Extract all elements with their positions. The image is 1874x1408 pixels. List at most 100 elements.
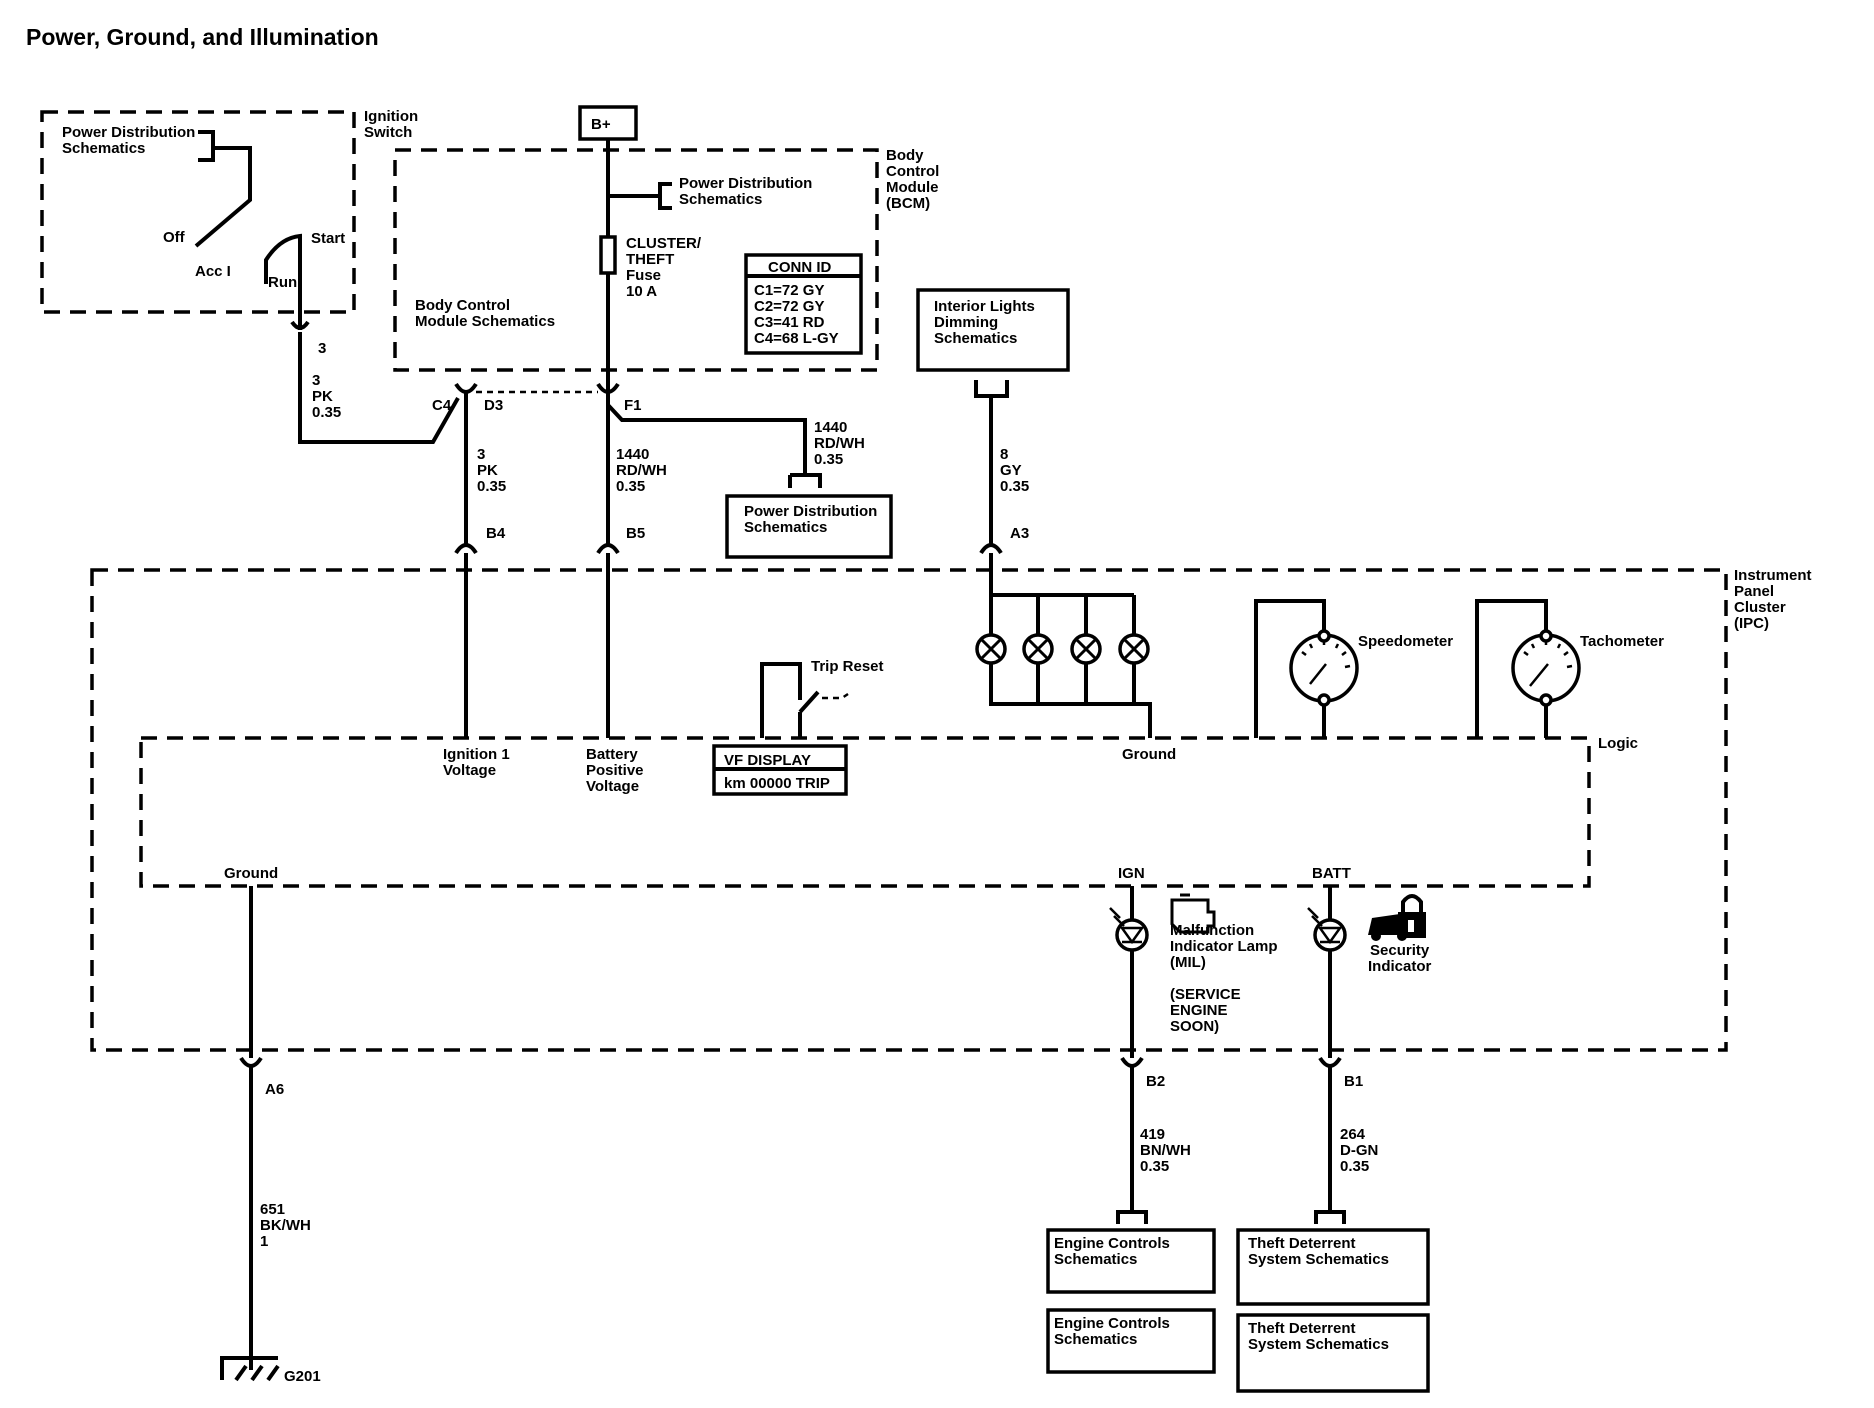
security-label-1: Security [1370, 942, 1430, 959]
a6-label: A6 [265, 1081, 284, 1098]
lamp-symbol [1118, 633, 1150, 665]
conn-id-table: CONN ID C1=72 GY C2=72 GY C3=41 RD C4=68… [744, 253, 863, 355]
ground-g201-label: G201 [284, 1368, 321, 1385]
conn-id-title: CONN ID [768, 259, 832, 276]
ign-pds-label-1: Power Distribution [62, 124, 195, 141]
fuse-label-3: Fuse [626, 267, 661, 284]
a6-wire-gauge: 1 [260, 1233, 268, 1250]
lamp-symbol [975, 633, 1007, 665]
b4-label: B4 [486, 525, 506, 542]
mil-label-2: Indicator Lamp [1170, 938, 1278, 955]
b1-wire-color: D-GN [1340, 1142, 1378, 1159]
mil-sub-3: SOON) [1170, 1018, 1219, 1035]
logic-boundary [139, 736, 1591, 888]
bcm-schem-1: Body Control [415, 297, 510, 314]
b1-wire-gauge: 0.35 [1340, 1158, 1369, 1175]
ec-box-2-label-2: Schematics [1054, 1331, 1137, 1348]
b2-wire-color: BN/WH [1140, 1142, 1191, 1159]
ignition-switch-label-2: Switch [364, 124, 412, 141]
b1-label: B1 [1344, 1073, 1363, 1090]
d3-wire-color: PK [477, 462, 498, 479]
fuse-label-2: THEFT [626, 251, 674, 268]
switch-run-label: Run [268, 274, 297, 291]
fuse-symbol [599, 235, 617, 275]
b5-label: B5 [626, 525, 645, 542]
car-lock-icon [1368, 894, 1426, 941]
ec-box-2-label-1: Engine Controls [1054, 1315, 1170, 1332]
d3-wire-num: 3 [477, 446, 485, 463]
ec-box-1-label-2: Schematics [1054, 1251, 1137, 1268]
b2-connector-symbol [1120, 1056, 1144, 1068]
a3-wire-gauge: 0.35 [1000, 478, 1029, 495]
f1-wire-num: 1440 [616, 446, 649, 463]
pd-wire-num: 1440 [814, 419, 847, 436]
tachometer-gauge: Tachometer [1475, 599, 1664, 738]
b5-connector-symbol [596, 543, 620, 555]
logic-label: Logic [1598, 735, 1638, 752]
ign-wire-num: 3 [312, 372, 320, 389]
batt-label-2: Positive [586, 762, 644, 779]
speedometer-gauge: Speedometer [1254, 599, 1453, 738]
ign-connector-symbol [290, 320, 310, 330]
conn-id-c2: C2=72 GY [754, 298, 824, 315]
wire-b1-theft [1314, 1066, 1346, 1224]
a3-label: A3 [1010, 525, 1029, 542]
a3-wire-color: GY [1000, 462, 1022, 479]
interior-lights-dimming-box [916, 288, 1070, 372]
b2-wire-gauge: 0.35 [1140, 1158, 1169, 1175]
speedometer-wiring [1254, 599, 1326, 738]
tachometer-wiring [1475, 599, 1548, 738]
batt-pin-name: BATT [1312, 865, 1351, 882]
theft-deterrent-box-2 [1236, 1313, 1430, 1393]
switch-run-contact [264, 233, 302, 330]
illumination-lamp-bank: Ground [975, 553, 1176, 763]
ign-wire [298, 332, 460, 444]
pd-box-label-2: Schematics [744, 519, 827, 536]
switch-acc-label: Acc I [195, 263, 231, 280]
conn-id-c4: C4=68 L-GY [754, 330, 839, 347]
conn-id-c3: C3=41 RD [754, 314, 825, 331]
pd-box-label-1: Power Distribution [744, 503, 877, 520]
mil-sub-1: (SERVICE [1170, 986, 1241, 1003]
ground-bottom-label: Ground [224, 865, 278, 882]
ipc-label-4: (IPC) [1734, 615, 1769, 632]
bplus-box [578, 105, 638, 141]
fuse-label-4: 10 A [626, 283, 657, 300]
trip-reset-switch-symbol [760, 662, 820, 738]
instrument-panel-cluster: Instrument Panel Cluster (IPC) Logic B4 … [90, 525, 1812, 1068]
ipc-boundary [90, 568, 1728, 1052]
bcm-pds-tap [608, 182, 672, 210]
b2-label: B2 [1146, 1073, 1165, 1090]
b1-wire-num: 264 [1340, 1126, 1366, 1143]
ign-pin-label: 3 [318, 340, 326, 357]
bcm-label-2: Control [886, 163, 939, 180]
batt-label-3: Voltage [586, 778, 639, 795]
ignition-switch-label-1: Ignition [364, 108, 418, 125]
bcm-boundary [393, 148, 879, 372]
fuse-label-1: CLUSTER/ [626, 235, 702, 252]
td-box-2-label-2: System Schematics [1248, 1336, 1389, 1353]
trip-reset-label: Trip Reset [811, 658, 884, 675]
b1-connector-symbol [1318, 1056, 1342, 1068]
ipc-label-3: Cluster [1734, 599, 1786, 616]
bcm-label-4: (BCM) [886, 195, 930, 212]
ild-label-2: Dimming [934, 314, 998, 331]
wire-dimming-a3 [974, 380, 1009, 545]
a3-connector-symbol [979, 543, 1003, 555]
ign1-label-1: Ignition 1 [443, 746, 510, 763]
td-box-1-label-2: System Schematics [1248, 1251, 1389, 1268]
ground-symbol [220, 1356, 280, 1382]
d3-connector-symbol [454, 382, 478, 394]
ipc-label-2: Panel [1734, 583, 1774, 600]
f1-wire-color: RD/WH [616, 462, 667, 479]
ign-pin-name: IGN [1118, 865, 1145, 882]
body-control-module: Body Control Module (BCM) Body Control M… [393, 139, 939, 414]
lamp-symbol [1070, 633, 1102, 665]
theft-deterrent-box-1 [1236, 1228, 1430, 1306]
security-label-2: Indicator [1368, 958, 1432, 975]
bcm-label-3: Module [886, 179, 939, 196]
power-distribution-box [725, 494, 893, 559]
d3-label: D3 [484, 397, 503, 414]
bcm-pds-2: Schematics [679, 191, 762, 208]
c4-label: C4 [432, 397, 452, 414]
